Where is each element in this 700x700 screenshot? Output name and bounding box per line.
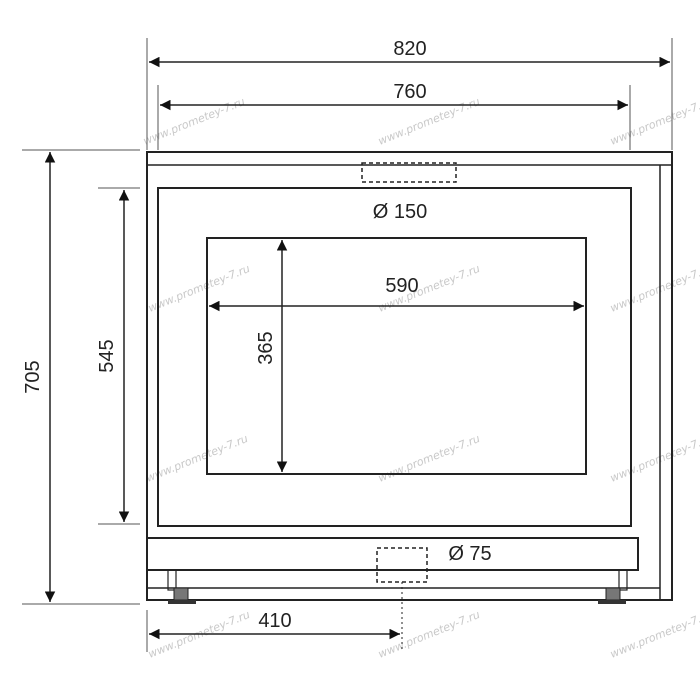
dimension-lines: [44, 56, 670, 640]
label-overall-width: 820: [393, 38, 426, 60]
label-overall-height: 705: [22, 360, 44, 393]
label-inner-height: 545: [96, 339, 118, 372]
watermark-4: www.prometey-7.ru: [146, 262, 252, 315]
watermark-7: www.prometey-7.ru: [144, 432, 250, 485]
watermark-2: www.prometey-7.ru: [376, 95, 482, 148]
watermark-6: www.prometey-7.ru: [608, 262, 700, 315]
watermark-1: www.prometey-7.ru: [141, 95, 247, 148]
label-window-width: 590: [385, 275, 418, 297]
label-flue-diameter: Ø 150: [373, 201, 427, 223]
outer-frame: [146, 151, 673, 601]
air-inlet: [376, 547, 428, 583]
label-inlet-offset: 410: [258, 610, 291, 632]
watermark-8: www.prometey-7.ru: [376, 432, 482, 485]
label-air-inlet-diameter: Ø 75: [448, 543, 491, 565]
watermarks: www.prometey-7.ru www.prometey-7.ru www.…: [141, 95, 700, 661]
watermark-3: www.prometey-7.ru: [608, 95, 700, 148]
label-inner-width: 760: [393, 81, 426, 103]
glass-window: [206, 237, 587, 475]
dimension-labels: 820 760 Ø 150 590 365 545 705 Ø 75 410: [22, 38, 492, 632]
flue-outlet: [361, 162, 457, 183]
extension-lines: [22, 38, 673, 652]
door-frame: [157, 187, 632, 527]
label-window-height: 365: [255, 331, 277, 364]
left-foot: [167, 569, 196, 604]
fireplace-body: [146, 151, 673, 650]
watermark-12: www.prometey-7.ru: [608, 608, 700, 661]
watermark-9: www.prometey-7.ru: [608, 432, 700, 485]
ash-drawer: [146, 537, 639, 571]
right-foot: [598, 569, 628, 604]
